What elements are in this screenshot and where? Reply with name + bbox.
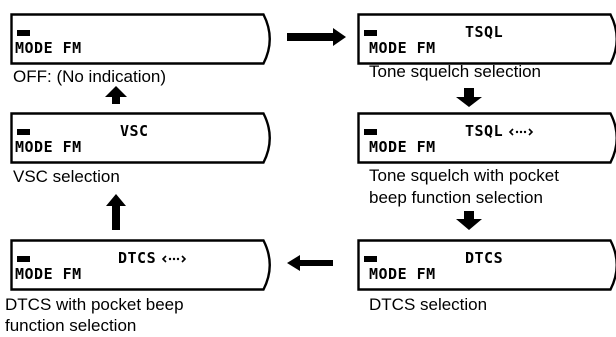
arrow-right-icon <box>287 28 346 46</box>
signal-bar-icon <box>364 256 377 262</box>
lcd-indicator: TSQL <box>465 23 504 41</box>
caption-tsql: Tone squelch selection <box>369 62 542 81</box>
lcd-mode-line: MODE FM <box>369 265 436 283</box>
lcd-frame <box>10 13 271 65</box>
caption-tsql-pocket-beep-line2: beep function selection <box>369 188 543 207</box>
lcd-display-dtcs-pocket-beep: DTCS MODE FM <box>10 239 275 291</box>
caption-dtcs-pocket-beep-line2: function selection <box>5 316 137 335</box>
lcd-display-vsc: VSC MODE FM <box>10 112 275 164</box>
lcd-frame <box>10 239 271 291</box>
lcd-display-tsql-pocket-beep: TSQL MODE FM <box>357 112 616 164</box>
lcd-frame <box>10 112 271 164</box>
lcd-mode-line: MODE FM <box>15 265 82 283</box>
caption-dtcs-pocket-beep-line1: DTCS with pocket beep <box>5 295 184 314</box>
lcd-mode-line: MODE FM <box>369 138 436 156</box>
lcd-display-off: MODE FM <box>10 13 275 65</box>
arrow-up-icon <box>106 194 126 230</box>
caption-vsc: VSC selection <box>13 167 120 186</box>
signal-bar-icon <box>17 256 30 262</box>
lcd-mode-line: MODE FM <box>15 138 82 156</box>
caption-off: OFF: (No indication) <box>13 67 167 86</box>
caption-tsql-pocket-beep-line1: Tone squelch with pocket <box>369 166 559 185</box>
pocket-beep-icon <box>161 255 187 263</box>
lcd-frame <box>357 239 616 291</box>
arrow-down-icon <box>456 88 482 107</box>
caption-dtcs: DTCS selection <box>369 295 488 314</box>
lcd-frame <box>357 13 616 65</box>
lcd-indicator: DTCS <box>118 249 157 267</box>
signal-bar-icon <box>17 129 30 135</box>
lcd-frame <box>357 112 616 164</box>
lcd-mode-line: MODE FM <box>369 39 436 57</box>
lcd-mode-line: MODE FM <box>15 39 82 57</box>
signal-bar-icon <box>364 30 377 36</box>
lcd-indicator: DTCS <box>465 249 504 267</box>
lcd-display-dtcs: DTCS MODE FM <box>357 239 616 291</box>
arrow-up-icon <box>105 86 127 104</box>
signal-bar-icon <box>364 129 377 135</box>
lcd-indicator: TSQL <box>465 122 504 140</box>
pocket-beep-icon <box>508 128 534 136</box>
lcd-display-tsql: TSQL MODE FM <box>357 13 616 65</box>
signal-bar-icon <box>17 30 30 36</box>
arrow-left-icon <box>287 255 333 271</box>
lcd-indicator: VSC <box>120 122 149 140</box>
arrow-down-icon <box>456 211 482 230</box>
